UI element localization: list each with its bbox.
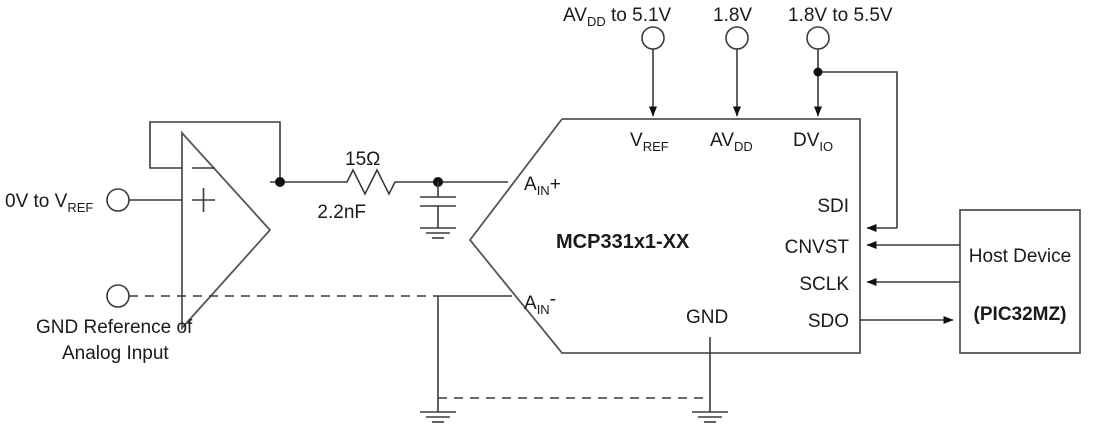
host-device-label: Host Device: [969, 246, 1071, 267]
avdd-supply-label: 1.8V: [713, 5, 752, 26]
dvio-junction-dot: [813, 67, 823, 77]
pin-label-avdd: AVDD: [710, 130, 753, 154]
avdd-supply-branch: [725, 26, 749, 117]
resistor-value-label: 15Ω: [345, 149, 380, 170]
adc-chip-body: [468, 118, 861, 354]
analog-input-terminal[interactable]: [106, 188, 130, 212]
vref-supply-branch: [641, 26, 665, 117]
host-device-box: [959, 209, 1081, 354]
op-amp-feedback-wire: [149, 121, 281, 182]
pin-label-gnd: GND: [686, 307, 728, 328]
dvio-supply-label: 1.8V to 5.5V: [788, 5, 893, 26]
host-device-part: (PIC32MZ): [974, 304, 1067, 325]
op-amp-output-junction-dot: [275, 177, 285, 187]
pin-label-vref: VREF: [630, 130, 669, 154]
pin-label-cnvst: CNVST: [785, 237, 850, 258]
gnd-reference-label-line2: Analog Input: [62, 343, 169, 364]
dvio-to-sdi-wire: [818, 71, 898, 228]
pin-label-sdi: SDI: [817, 196, 849, 217]
pin-label-dvio: DVIO: [793, 130, 833, 154]
filter-ground-symbol: [420, 227, 456, 239]
gnd-reference-label-line1: GND Reference of: [36, 317, 193, 338]
chip-part-number: MCP331x1-XX: [556, 231, 690, 253]
vref-supply-terminal[interactable]: [641, 26, 665, 50]
avdd-supply-terminal[interactable]: [725, 26, 749, 50]
pin-label-sclk: SCLK: [799, 274, 849, 295]
op-amp-symbol: [181, 130, 272, 331]
pin-label-ain-plus: AIN+: [524, 174, 561, 198]
analog-ground-symbol: [420, 411, 456, 423]
capacitor-value-label: 2.2nF: [317, 202, 366, 223]
dvio-supply-terminal[interactable]: [806, 26, 830, 50]
pin-label-sdo: SDO: [808, 311, 849, 332]
vref-supply-label: AVDD to 5.1V: [563, 5, 672, 29]
analog-input-range-label: 0V to VREF: [5, 191, 93, 215]
digital-ground-symbol: [692, 411, 728, 423]
series-resistor-symbol: [340, 168, 402, 196]
dvio-supply-branch: [806, 26, 898, 232]
pin-label-ain-minus: AIN-: [524, 289, 556, 317]
gnd-reference-terminal[interactable]: [106, 284, 130, 308]
